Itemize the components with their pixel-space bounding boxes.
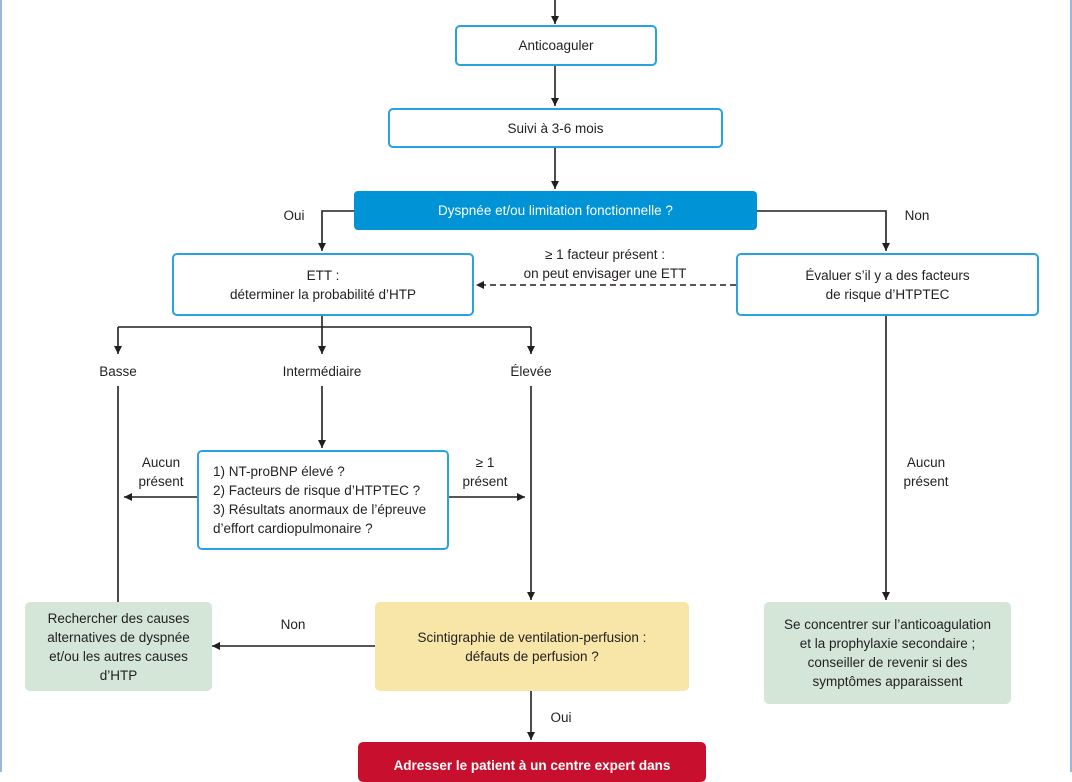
label-oui-bottom: Oui [550, 710, 572, 725]
label-basse: Basse [99, 364, 137, 379]
frame-border-right [1070, 0, 1072, 772]
node-evaluer-text: Évaluer s’il y a des facteurs de risque … [805, 267, 970, 302]
label-elevee: Élevée [510, 364, 552, 379]
node-suivi: Suivi à 3-6 mois [388, 108, 723, 148]
node-evaluer: Évaluer s’il y a des facteurs de risque … [736, 253, 1039, 316]
node-suivi-text: Suivi à 3-6 mois [507, 120, 604, 136]
label-oui-top: Oui [283, 208, 305, 223]
label-non-bottom: Non [280, 617, 306, 632]
node-dyspnee-decision: Dyspnée et/ou limitation fonctionnelle ? [354, 191, 757, 230]
arrow-oui-to-ett [318, 210, 354, 251]
node-criteres: 1) NT-proBNP élevé ? 2) Facteurs de risq… [197, 450, 449, 550]
label-aucun-present-right: Aucun présent [903, 455, 949, 489]
node-dyspnee-text: Dyspnée et/ou limitation fonctionnelle ? [438, 203, 673, 218]
node-ett: ETT : déterminer la probabilité d’HTP [172, 253, 474, 316]
label-non-top: Non [904, 208, 930, 223]
node-ett-text: ETT : déterminer la probabilité d’HTP [229, 267, 417, 302]
node-anticoaguler-text: Anticoaguler [518, 38, 594, 53]
arrow-non-to-evaluer [756, 210, 890, 251]
node-concentrer-text: Se concentrer sur l’anticoagulation et l… [783, 617, 992, 689]
node-rechercher: Rechercher des causes alternatives de dy… [25, 602, 212, 691]
node-scintigraphie: Scintigraphie de ventilation-perfusion :… [375, 602, 689, 691]
node-rechercher-text: Rechercher des causes alternatives de dy… [47, 610, 190, 683]
label-facteur-present: ≥ 1 facteur présent : on peut envisager … [523, 247, 687, 281]
label-intermediaire: Intermédiaire [282, 364, 362, 379]
node-adresser: Adresser le patient à un centre expert d… [358, 742, 706, 782]
label-aucun-present-left: Aucun présent [138, 455, 184, 489]
node-criteres-text: 1) NT-proBNP élevé ? 2) Facteurs de risq… [213, 464, 427, 536]
frame-border-left [0, 0, 2, 772]
node-adresser-text: Adresser le patient à un centre expert d… [393, 758, 671, 773]
node-scintigraphie-text: Scintigraphie de ventilation-perfusion :… [417, 629, 647, 664]
node-concentrer: Se concentrer sur l’anticoagulation et l… [764, 602, 1011, 704]
node-anticoaguler: Anticoaguler [455, 25, 657, 66]
label-ge1-present: ≥ 1 présent [462, 455, 508, 489]
